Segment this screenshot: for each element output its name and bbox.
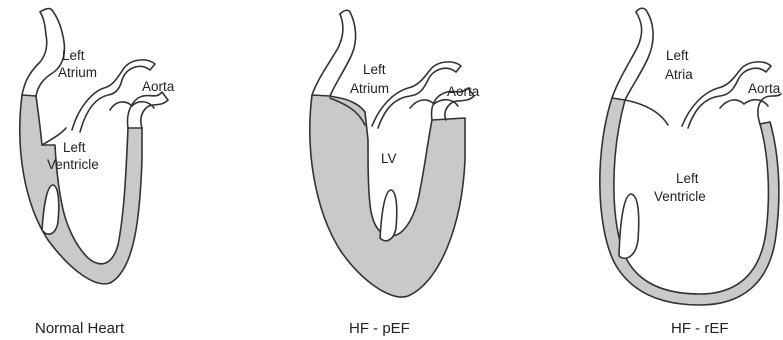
pef-papillary-muscle bbox=[380, 190, 397, 241]
ref-atrium-inner bbox=[625, 8, 653, 100]
normal-atrium-label-1: Left bbox=[62, 48, 85, 63]
ref-left-atrium bbox=[612, 12, 642, 98]
normal-left-atrium bbox=[22, 12, 47, 95]
hf-pef-caption: HF - pEF bbox=[349, 320, 410, 337]
normal-ventricle-label-2: Ventricle bbox=[47, 157, 99, 172]
pef-left-atrium bbox=[312, 14, 343, 95]
normal-aortic-arch bbox=[127, 92, 168, 128]
ref-atrium-label-2: Atria bbox=[665, 67, 693, 82]
normal-ventricle-label-1: Left bbox=[63, 140, 86, 155]
pef-ventricle-label: LV bbox=[381, 151, 397, 166]
normal-heart-caption: Normal Heart bbox=[35, 320, 125, 337]
ref-ventricle-label-2: Ventricle bbox=[654, 189, 706, 204]
ref-aorta-label: Aorta bbox=[748, 81, 781, 96]
hf-ref-panel: Left Atria Aorta Left Ventricle HF - rEF bbox=[600, 8, 781, 337]
ref-aortic-arch bbox=[758, 94, 781, 124]
pef-atrium-label-2: Atrium bbox=[350, 81, 389, 96]
ref-ventricle-label-1: Left bbox=[676, 171, 699, 186]
pef-aorta-label: Aorta bbox=[447, 84, 480, 99]
normal-aorta-label: Aorta bbox=[142, 79, 175, 94]
ref-mitral-valve bbox=[625, 100, 668, 125]
normal-atrium-label-2: Atrium bbox=[58, 65, 97, 80]
normal-heart-panel: Left Atrium Aorta Left Ventricle Normal … bbox=[20, 9, 175, 337]
normal-aortic-valve bbox=[110, 102, 154, 110]
hf-pef-panel: Left Atrium Aorta LV HF - pEF bbox=[310, 10, 480, 337]
hf-ref-caption: HF - rEF bbox=[671, 320, 729, 337]
ref-atrium-label-1: Left bbox=[666, 48, 689, 63]
ref-aortic-valve bbox=[720, 100, 768, 108]
normal-ventricle-wall bbox=[20, 95, 142, 284]
pef-atrium-label-1: Left bbox=[363, 62, 386, 77]
normal-atrium-inner bbox=[36, 9, 65, 96]
ref-papillary-muscle bbox=[619, 194, 639, 258]
